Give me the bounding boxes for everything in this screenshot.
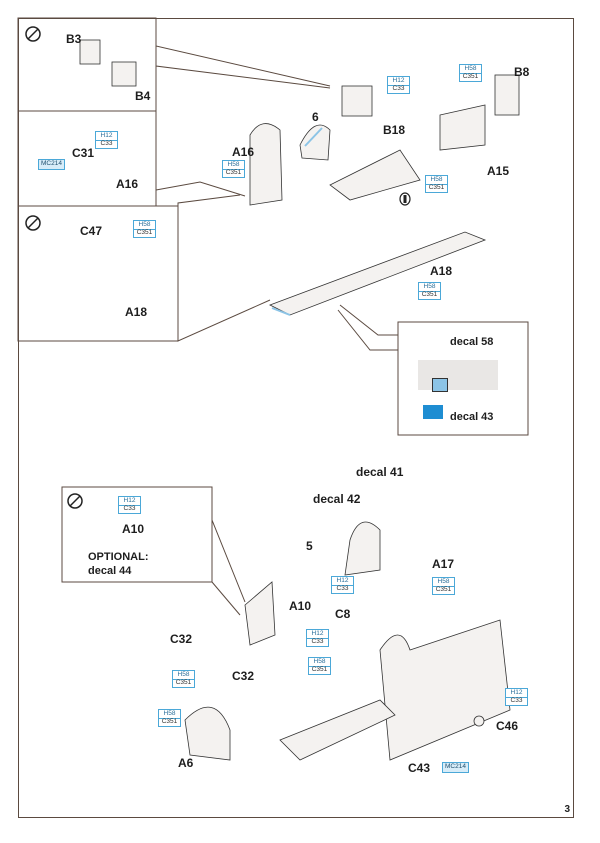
part-label-c43: C43 (408, 761, 431, 775)
part-label-6: 6 (312, 110, 319, 124)
part-label-c32: C32 (232, 669, 255, 683)
part-a6 (184, 706, 231, 761)
part-a15 (439, 104, 486, 151)
part-label-a17: A17 (432, 557, 455, 571)
part-label-c8: C8 (335, 607, 351, 621)
part-a16 (249, 123, 283, 206)
part-label-b18: B18 (383, 123, 406, 137)
part-label-a18: A18 (125, 305, 148, 319)
no-glue-icon (25, 26, 41, 42)
part-label-c47: C47 (80, 224, 103, 238)
part-a17-seat (344, 521, 381, 576)
decal-label-41: decal 41 (356, 465, 404, 479)
part-label-a16: A16 (116, 177, 139, 191)
part-label-a6: A6 (178, 756, 194, 770)
part-label-b3: B3 (66, 32, 82, 46)
part-instrument-box (341, 85, 373, 117)
optional-decal: decal 44 (88, 565, 132, 577)
part-b8 (494, 74, 520, 116)
paint-code-mc: MC214 (442, 762, 469, 773)
part-label-c32: C32 (170, 632, 193, 646)
part-cockpit-tub (379, 619, 511, 761)
decal-43-swatch (423, 405, 443, 419)
part-b3 (79, 39, 101, 65)
part-a18-floor (269, 231, 487, 316)
part-label-a16: A16 (232, 145, 255, 159)
decal-detail-panel (418, 360, 498, 390)
decal-label-58: decal 58 (450, 336, 494, 348)
inset-box-decal (397, 321, 529, 436)
part-label-a18: A18 (430, 264, 453, 278)
no-glue-icon (25, 215, 41, 231)
decal-label-42: decal 42 (313, 492, 361, 506)
inset-box-lower-left (17, 205, 179, 342)
part-label-a10: A10 (122, 522, 145, 536)
page-frame (18, 18, 574, 818)
part-label-a15: A15 (487, 164, 510, 178)
no-glue-icon (67, 493, 83, 509)
decal-label-43: decal 43 (450, 411, 494, 423)
paint-code-mc: MC214 (38, 159, 65, 170)
part-label-b8: B8 (514, 65, 530, 79)
part-b18 (329, 149, 421, 201)
part-label-b4: B4 (135, 89, 151, 103)
inset-box-bottom-left (61, 486, 213, 583)
part-label-5: 5 (306, 539, 313, 553)
page-number: 3 (564, 804, 570, 815)
part-label-a10: A10 (289, 599, 312, 613)
part-b4 (111, 61, 137, 87)
part-lower-floor (279, 699, 396, 761)
optional-title: OPTIONAL: (88, 551, 149, 563)
part-a10 (244, 581, 276, 646)
part-6 (299, 124, 331, 161)
detail-marker-icon (399, 192, 411, 206)
decal-43-position (432, 378, 448, 392)
part-label-c31: C31 (72, 146, 95, 160)
part-c46 (473, 715, 485, 727)
part-label-c46: C46 (496, 719, 519, 733)
